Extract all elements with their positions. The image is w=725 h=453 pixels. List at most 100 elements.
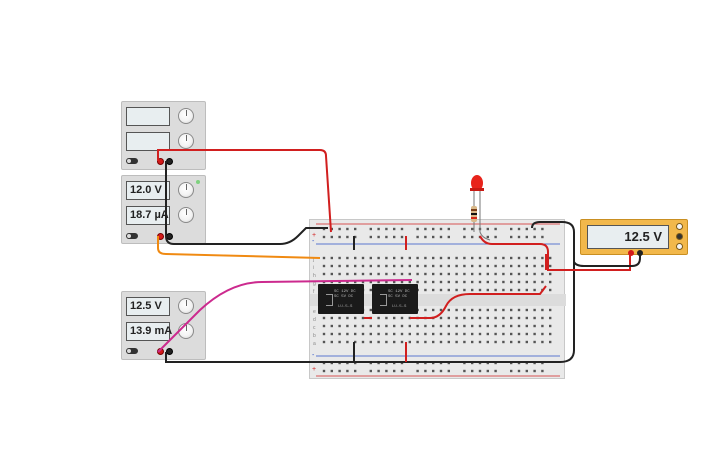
breadboard-hole[interactable] <box>541 369 544 373</box>
breadboard-hole[interactable] <box>369 256 372 260</box>
breadboard-hole[interactable] <box>361 272 365 276</box>
wire-red[interactable] <box>157 149 332 233</box>
breadboard-hole[interactable] <box>486 264 489 268</box>
breadboard-hole[interactable] <box>525 340 528 344</box>
breadboard-hole[interactable] <box>478 308 482 312</box>
breadboard-hole[interactable] <box>322 324 326 328</box>
breadboard-hole[interactable] <box>486 288 489 292</box>
breadboard-hole[interactable] <box>408 256 411 260</box>
breadboard-hole[interactable] <box>471 227 474 231</box>
breadboard-hole[interactable] <box>517 369 521 373</box>
breadboard-hole[interactable] <box>447 235 450 239</box>
breadboard-hole[interactable] <box>502 288 505 292</box>
breadboard-hole[interactable] <box>377 332 380 336</box>
breadboard-hole[interactable] <box>471 316 474 320</box>
breadboard-hole[interactable] <box>346 340 349 344</box>
breadboard-hole[interactable] <box>455 288 458 292</box>
breadboard-hole[interactable] <box>354 264 357 268</box>
breadboard-hole[interactable] <box>416 235 419 239</box>
breadboard-hole[interactable] <box>346 227 349 231</box>
breadboard-hole[interactable] <box>393 340 396 344</box>
breadboard-hole[interactable] <box>369 324 372 328</box>
breadboard-hole[interactable] <box>338 264 341 268</box>
breadboard-hole[interactable] <box>447 227 450 231</box>
breadboard-hole[interactable] <box>517 272 521 276</box>
power-supply-3[interactable]: 12.5 V 13.9 mA <box>121 291 206 360</box>
breadboard-hole[interactable] <box>424 235 427 239</box>
breadboard-hole[interactable] <box>400 256 404 260</box>
breadboard-hole[interactable] <box>354 256 357 260</box>
breadboard-hole[interactable] <box>330 340 333 344</box>
breadboard-hole[interactable] <box>385 316 388 320</box>
breadboard-hole[interactable] <box>471 288 474 292</box>
breadboard-hole[interactable] <box>510 308 513 312</box>
breadboard-hole[interactable] <box>549 288 552 292</box>
positive-terminal[interactable] <box>157 158 164 165</box>
breadboard-hole[interactable] <box>346 235 349 239</box>
breadboard-hole[interactable] <box>533 316 536 320</box>
breadboard-hole[interactable] <box>525 288 528 292</box>
breadboard-hole[interactable] <box>517 264 521 268</box>
breadboard-hole[interactable] <box>385 264 388 268</box>
breadboard-hole[interactable] <box>447 280 450 284</box>
wire-black[interactable] <box>165 161 328 245</box>
breadboard-hole[interactable] <box>432 332 435 336</box>
breadboard-hole[interactable] <box>517 324 521 328</box>
breadboard-hole[interactable] <box>338 324 341 328</box>
breadboard-hole[interactable] <box>525 227 528 231</box>
breadboard-hole[interactable] <box>354 369 357 373</box>
breadboard-hole[interactable] <box>517 316 521 320</box>
breadboard-hole[interactable] <box>525 369 528 373</box>
breadboard-hole[interactable] <box>463 256 466 260</box>
breadboard-hole[interactable] <box>432 264 435 268</box>
breadboard-hole[interactable] <box>416 256 419 260</box>
breadboard-hole[interactable] <box>338 235 341 239</box>
breadboard-hole[interactable] <box>424 227 427 231</box>
breadboard-hole[interactable] <box>478 340 482 344</box>
breadboard-hole[interactable] <box>510 227 513 231</box>
breadboard-hole[interactable] <box>400 340 404 344</box>
breadboard-hole[interactable] <box>432 308 435 312</box>
breadboard-hole[interactable] <box>338 316 341 320</box>
breadboard-hole[interactable] <box>330 272 333 276</box>
breadboard-hole[interactable] <box>510 264 513 268</box>
breadboard-hole[interactable] <box>369 332 372 336</box>
breadboard-hole[interactable] <box>385 272 388 276</box>
breadboard-hole[interactable] <box>486 272 489 276</box>
breadboard-hole[interactable] <box>416 340 419 344</box>
breadboard-hole[interactable] <box>377 264 380 268</box>
breadboard-hole[interactable] <box>369 340 372 344</box>
breadboard-hole[interactable] <box>416 272 419 276</box>
breadboard-hole[interactable] <box>432 324 435 328</box>
breadboard-hole[interactable] <box>424 288 427 292</box>
breadboard-hole[interactable] <box>322 256 326 260</box>
breadboard-hole[interactable] <box>471 235 474 239</box>
breadboard-hole[interactable] <box>346 264 349 268</box>
breadboard-hole[interactable] <box>447 316 450 320</box>
breadboard-hole[interactable] <box>354 324 357 328</box>
breadboard-hole[interactable] <box>393 369 396 373</box>
breadboard-hole[interactable] <box>463 332 466 336</box>
breadboard-hole[interactable] <box>517 288 521 292</box>
breadboard-hole[interactable] <box>533 235 536 239</box>
breadboard-hole[interactable] <box>447 324 450 328</box>
breadboard-hole[interactable] <box>549 324 552 328</box>
breadboard-hole[interactable] <box>502 316 505 320</box>
breadboard-hole[interactable] <box>510 369 513 373</box>
power-supply-2[interactable]: 12.0 V 18.7 µA <box>121 175 206 244</box>
negative-terminal[interactable] <box>166 348 173 355</box>
breadboard-hole[interactable] <box>517 227 521 231</box>
breadboard-hole[interactable] <box>549 316 552 320</box>
wire-magenta[interactable] <box>157 279 413 353</box>
breadboard-hole[interactable] <box>494 280 497 284</box>
breadboard-hole[interactable] <box>510 340 513 344</box>
breadboard-hole[interactable] <box>322 235 326 239</box>
breadboard-hole[interactable] <box>533 227 536 231</box>
breadboard-hole[interactable] <box>517 256 521 260</box>
breadboard-hole[interactable] <box>455 264 458 268</box>
resistor-icon[interactable] <box>471 204 491 241</box>
wire-black[interactable] <box>573 254 641 267</box>
breadboard-hole[interactable] <box>416 280 419 284</box>
breadboard-hole[interactable] <box>377 316 380 320</box>
breadboard-hole[interactable] <box>354 272 357 276</box>
